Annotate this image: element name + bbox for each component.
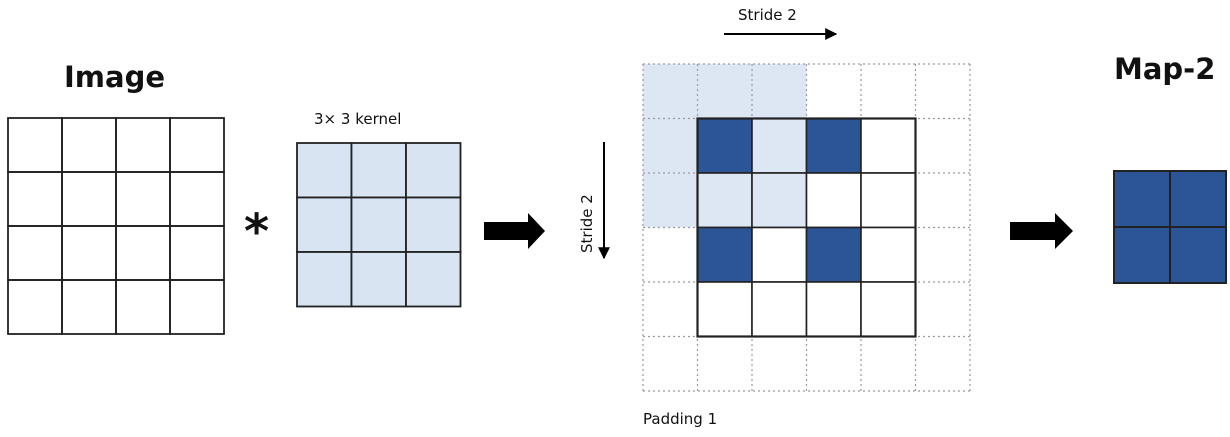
image-cell	[169, 117, 225, 173]
kernel-cell	[405, 196, 462, 253]
image-cell	[61, 279, 117, 335]
padded-input-grid	[642, 63, 971, 392]
stride-horizontal-label: Stride 2	[738, 6, 797, 24]
input-image-grid	[7, 117, 225, 335]
output-cell	[1113, 226, 1171, 284]
kernel-overlap-cell	[696, 172, 753, 229]
image-cell	[169, 279, 225, 335]
image-cell	[115, 225, 171, 281]
flow-arrows	[484, 28, 1073, 260]
stride-vertical-label: Stride 2	[578, 194, 596, 253]
padded-inner-cell	[805, 172, 862, 229]
padded-inner-cell	[751, 226, 808, 283]
image-cell	[61, 117, 117, 173]
kernel-overlap-cell	[751, 172, 808, 229]
image-title: Image	[64, 60, 166, 94]
output-cell	[1113, 170, 1171, 228]
image-cell	[169, 225, 225, 281]
padded-inner-cell	[696, 281, 753, 338]
kernel-overlap-cell	[751, 117, 808, 174]
input-region-border	[696, 117, 917, 338]
stride-sample-cell	[805, 117, 862, 174]
stride-sample-cell	[805, 226, 862, 283]
padded-inner-cell	[860, 172, 917, 229]
padded-inner-cell	[860, 226, 917, 283]
padding-label: Padding 1	[643, 410, 718, 428]
padded-inner-cell	[751, 281, 808, 338]
image-cell	[115, 171, 171, 227]
kernel-cell	[296, 142, 353, 199]
arrow-to-map	[1010, 213, 1073, 249]
image-cell	[169, 171, 225, 227]
padded-inner-cell	[860, 117, 917, 174]
image-cell	[7, 225, 63, 281]
output-cell	[1169, 170, 1227, 228]
image-cell	[7, 117, 63, 173]
image-cell	[61, 225, 117, 281]
stride-sample-cell	[696, 226, 753, 283]
padded-inner-cell	[805, 281, 862, 338]
output-cell	[1169, 226, 1227, 284]
kernel-cell	[296, 251, 353, 308]
output-map-grid	[1113, 170, 1227, 284]
padded-inner-cell	[860, 281, 917, 338]
image-cell	[7, 171, 63, 227]
kernel-cell	[350, 251, 407, 308]
map-title: Map-2	[1114, 52, 1216, 86]
arrow-to-padded	[484, 213, 545, 249]
image-cell	[115, 279, 171, 335]
kernel-cell	[296, 196, 353, 253]
kernel-cell	[350, 142, 407, 199]
stride-sample-cell	[696, 117, 753, 174]
image-cell	[7, 279, 63, 335]
kernel-cell	[405, 142, 462, 199]
image-cell	[61, 171, 117, 227]
kernel-cell	[350, 196, 407, 253]
image-cell	[115, 117, 171, 173]
kernel-title: 3× 3 kernel	[314, 110, 402, 128]
convolution-operator: *	[244, 204, 270, 260]
kernel-cell	[405, 251, 462, 308]
kernel-grid	[296, 142, 462, 308]
